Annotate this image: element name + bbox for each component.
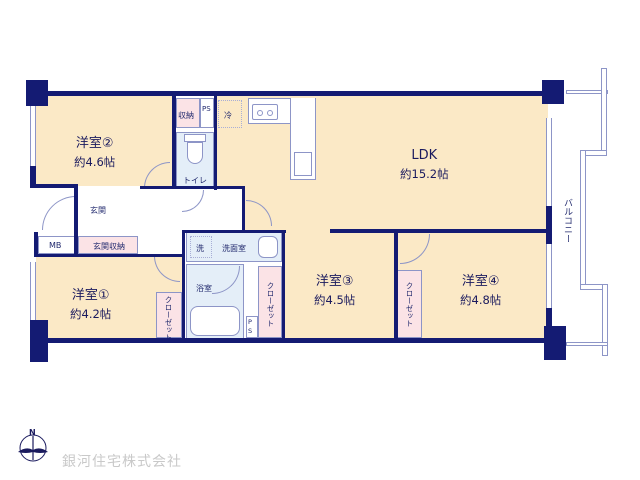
bathroom-label: 浴室 [196,284,212,293]
wall-room3-left [282,230,285,340]
wall-wet-left [182,230,185,340]
balcony-rail [602,284,608,356]
sink-icon [294,152,312,176]
washbasin-icon [258,236,278,258]
closet-room1 [156,292,182,338]
room-area: 約4.8帖 [460,293,502,307]
balcony-rail [580,150,586,290]
entrance-storage-label: 玄関収納 [93,242,125,251]
room-label-western3: 洋室③ 約4.5帖 [314,270,355,308]
room-area: 約4.6帖 [74,155,116,169]
stove-icon [252,104,278,120]
washroom-label: 洗面室 [222,244,246,253]
room-area: 約4.5帖 [314,293,356,307]
toilet-label: トイレ [183,176,207,185]
wall-room2-bottom [30,184,76,188]
room-name: 洋室④ [461,274,500,289]
wall-right-lower [546,308,552,340]
wall-ldk-bottom [330,229,552,233]
room-label-western1: 洋室① 約4.2帖 [70,284,111,322]
room-name: 洋室① [71,288,110,303]
company-name: 銀河住宅株式会社 [62,454,182,470]
closet-room3 [258,266,282,338]
wall-left-upper [30,166,36,188]
compass-icon: N [16,428,50,464]
washer-label: 洗 [196,244,204,253]
entrance-door[interactable] [42,196,76,230]
room-name: LDK [411,148,438,163]
western-room-3 [284,232,396,338]
wall-toilet-right [214,96,217,190]
room-label-ldk: LDK 約15.2帖 [400,148,449,182]
toilet-icon [184,134,206,142]
compass-north-label: N [29,428,36,437]
ps-shaft-2 [246,316,258,338]
room-label-western4: 洋室④ 約4.8帖 [460,270,501,308]
column-top-left [26,80,48,106]
column-top-right [542,80,564,104]
wall-hall-right [242,186,245,232]
mb-label: MB [49,241,62,250]
wall-room34 [394,230,398,340]
entrance [78,192,118,236]
closet-label-4: クローゼット [405,282,414,327]
wall-mb [34,232,38,256]
fridge-space [218,100,242,128]
balcony-rail [601,68,607,156]
room-name: 洋室③ [315,274,354,289]
ps-label: PS [202,105,211,113]
wall-room2-right [172,96,176,188]
wall-hall-bottom [140,186,244,189]
window-room1 [30,262,36,320]
column-bottom-right [544,326,566,360]
wall-entrance-left [74,184,78,254]
wall-bottom [30,338,552,343]
fridge-label: 冷 [224,111,232,120]
storage-label: 収納 [178,111,194,120]
room-area: 約4.2帖 [70,307,112,321]
wall-room1-top [34,254,184,257]
window-ldk [546,118,552,208]
window-room2 [30,104,36,166]
entrance-storage [78,236,138,254]
storage-closet [176,98,200,128]
room-area: 約15.2帖 [400,167,449,181]
closet-label-3: クローゼット [266,282,275,327]
washer-space [190,236,212,258]
ps-shaft [200,98,214,128]
room-label-western2: 洋室② 約4.6帖 [74,132,115,170]
wall-top [30,91,552,96]
room-name: 洋室② [75,136,114,151]
balcony-label: バルコニー [562,198,572,243]
wall-wet-top [182,230,286,233]
balcony-rail [566,342,608,346]
balcony-rail [566,90,608,94]
closet-label-1: クローゼット [164,296,173,341]
window-room4 [546,242,552,310]
ps-label-2: PS [248,318,253,335]
entrance-label: 玄関 [90,206,106,215]
toilet-bowl-icon [187,142,203,164]
column-bottom-left [30,320,48,362]
wall-right-mid [546,206,552,244]
bathtub-icon [190,306,240,336]
